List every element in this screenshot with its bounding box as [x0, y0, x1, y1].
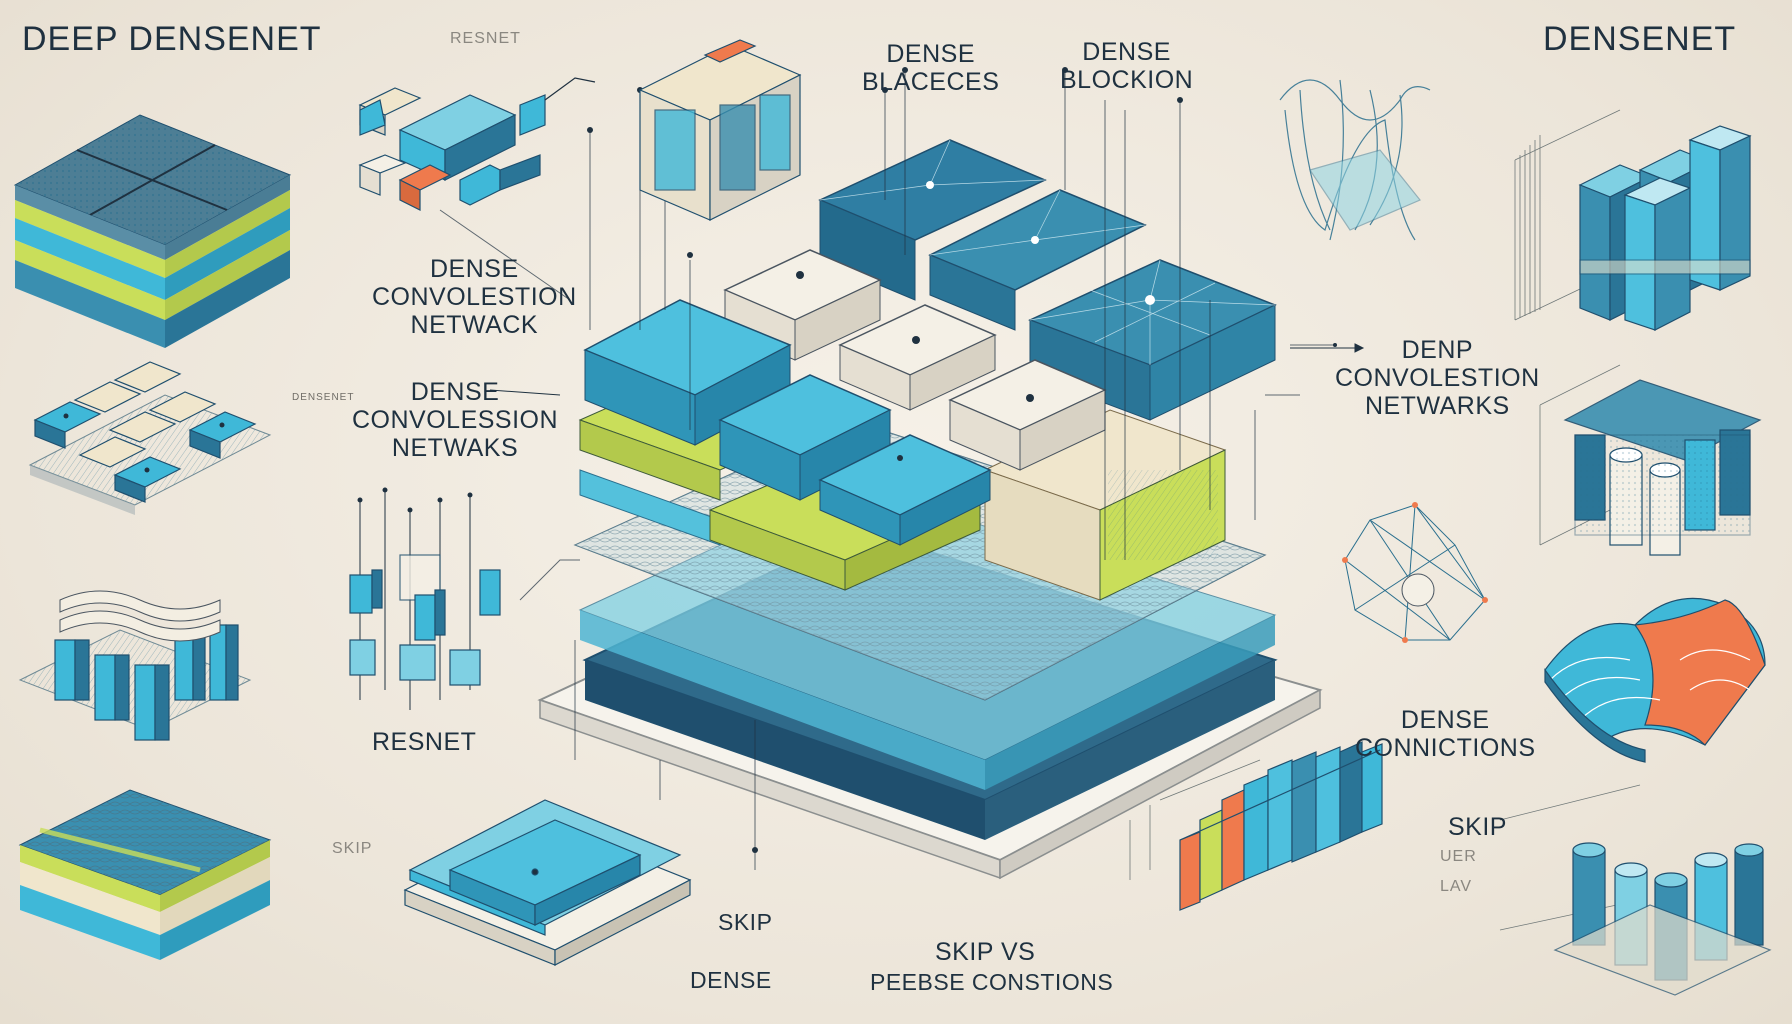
open-box-top: [638, 39, 802, 221]
title-densenet: DENSENET: [1543, 20, 1737, 58]
label-tiny-tag: DENSENET: [292, 392, 355, 403]
left-layer-stack-1: [13, 114, 292, 348]
label-leaders: [489, 343, 1365, 396]
label-skip-bottom: SKIP: [718, 909, 773, 935]
label-lav-faint: LAV: [1440, 878, 1473, 895]
central-densenet-stack: [439, 67, 1337, 880]
label-skip-small: SKIP: [332, 840, 373, 857]
exploded-cubes-top: [358, 77, 596, 211]
label-dense-bottom: DENSE: [690, 967, 772, 993]
wire-mesh-top: [1279, 79, 1431, 241]
label-uer-faint: UER: [1440, 848, 1477, 865]
left-cylinder-block: [18, 590, 252, 741]
bottom-center-slab: [403, 799, 692, 966]
right-wave-surface: [1544, 597, 1766, 763]
right-cylinder-cluster: [1539, 364, 1762, 556]
title-deep-densenet: DEEP DENSENET: [22, 20, 322, 58]
colored-panel-fan: [1129, 741, 1383, 911]
label-skip-vs: SKIP VS: [935, 938, 1036, 966]
label-dense-convolestion-netwack: DENSE CONVOLESTION NETWACK: [372, 255, 577, 339]
resnet-cube-frame: [349, 487, 501, 710]
network-node-graph: [1342, 502, 1488, 643]
right-bottom-cylinders: [1499, 784, 1772, 996]
label-dense-connictions: DENSE CONNICTIONS: [1355, 706, 1536, 762]
label-skip-right: SKIP: [1448, 813, 1507, 841]
left-grid-blocks: [28, 361, 272, 515]
left-layer-stack-2: [18, 789, 272, 960]
right-pillar-block: [1514, 109, 1752, 331]
label-denp-convolestion-netwarks: DENP CONVOLESTION NETWARKS: [1335, 336, 1540, 420]
label-resnet: RESNET: [372, 728, 477, 756]
label-dense-convolession-netwaks: DENSE CONVOLESSION NETWAKS: [352, 378, 559, 462]
label-resnet-faint: RESNET: [450, 30, 521, 47]
label-peebse-constions: PEEBSE CONSTIONS: [870, 969, 1114, 995]
